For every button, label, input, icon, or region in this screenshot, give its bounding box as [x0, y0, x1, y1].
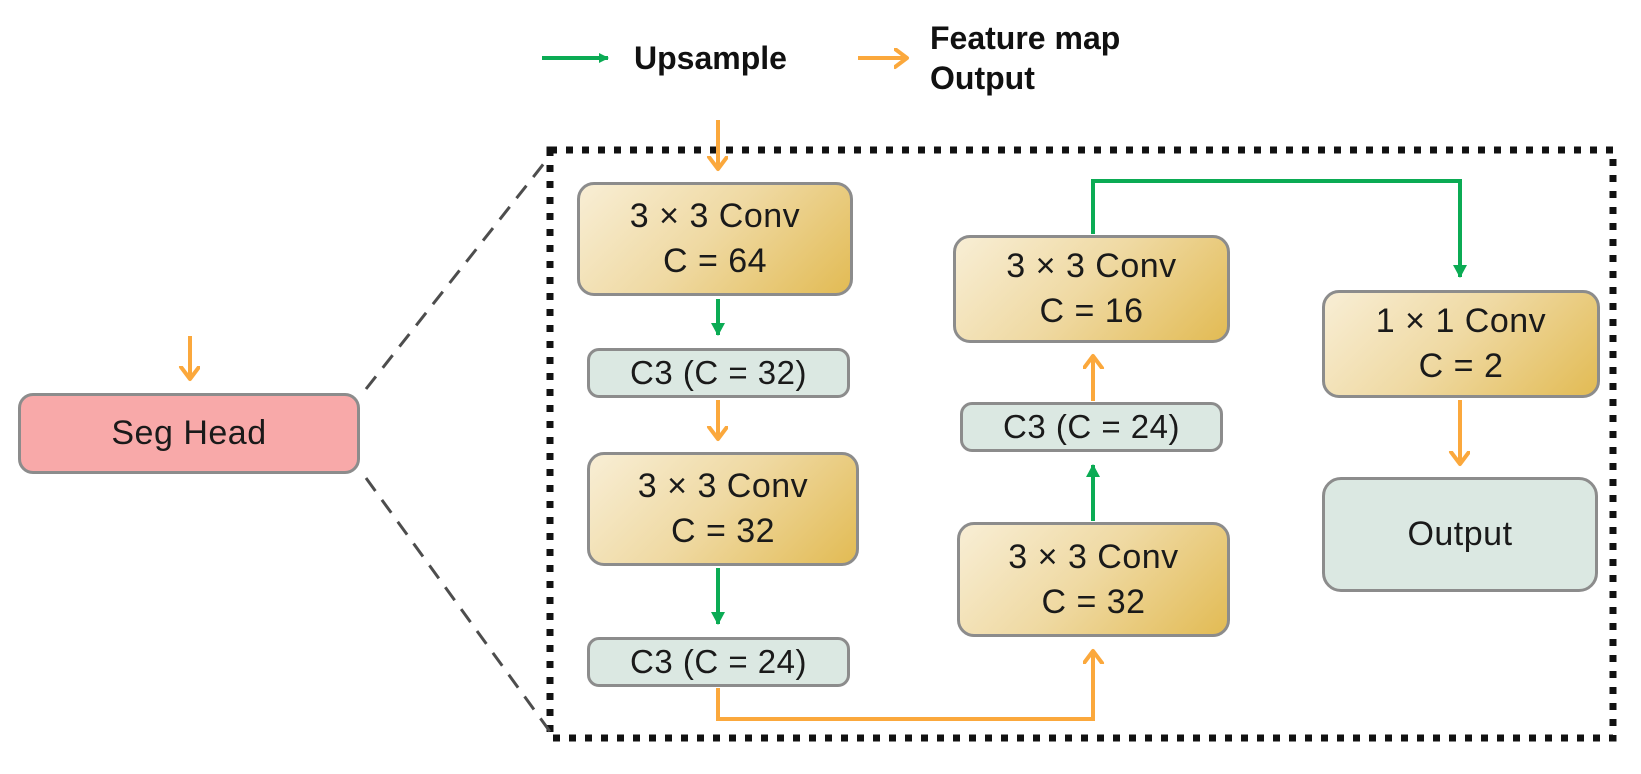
zoom-guide-line-top	[364, 156, 551, 390]
c3-c24-mid-box: C3 (C = 24)	[960, 402, 1223, 452]
conv-3x3-c16-box: 3 × 3 Conv C = 16	[953, 235, 1230, 343]
upsample-arrow-icon	[542, 53, 609, 63]
conv-1x1-c2-line1: 1 × 1 Conv	[1375, 302, 1547, 341]
conv-3x3-c64-box: 3 × 3 Conv C = 64	[577, 182, 853, 296]
c3-c24-left-label: C3 (C = 24)	[630, 643, 807, 681]
c3-c24-left-box: C3 (C = 24)	[587, 637, 850, 687]
conv-3x3-c32-left-box: 3 × 3 Conv C = 32	[587, 452, 859, 566]
seg-head-box: Seg Head	[18, 393, 360, 474]
feature-map-arrow-icon	[858, 19, 922, 97]
conv-3x3-c32-mid-line2: C = 32	[1041, 582, 1146, 621]
conv-3x3-c16-line1: 3 × 3 Conv	[1006, 247, 1177, 286]
conv-3x3-c32-left-line2: C = 32	[670, 512, 776, 550]
legend-feature-map: Feature map Output	[856, 18, 1120, 98]
zoom-guide-line-bottom	[364, 477, 553, 734]
legend-feature-map-label: Feature map Output	[930, 18, 1120, 98]
c3-c32-box: C3 (C = 32)	[587, 348, 850, 398]
c3-c32-label: C3 (C = 32)	[630, 354, 807, 392]
conv-3x3-c64-line2: C = 64	[662, 242, 768, 280]
output-box: Output	[1322, 477, 1598, 592]
seg-head-label: Seg Head	[111, 414, 267, 453]
c3-c24-mid-label: C3 (C = 24)	[1003, 408, 1180, 446]
conv-3x3-c32-left-line1: 3 × 3 Conv	[637, 467, 809, 506]
conv-3x3-c64-line1: 3 × 3 Conv	[629, 197, 801, 236]
conv-3x3-c16-line2: C = 16	[1039, 292, 1144, 330]
legend-feature-map-line1: Feature map	[930, 20, 1121, 56]
conv-1x1-c2-line2: C = 2	[1418, 347, 1504, 385]
legend-feature-map-line2: Output	[930, 60, 1035, 96]
conv-1x1-c2-box: 1 × 1 Conv C = 2	[1322, 290, 1600, 398]
conv-3x3-c32-mid-box: 3 × 3 Conv C = 32	[957, 522, 1230, 637]
output-label: Output	[1407, 515, 1513, 554]
legend-upsample: Upsample	[540, 38, 787, 78]
legend-upsample-label: Upsample	[634, 40, 787, 76]
conv-3x3-c32-mid-line1: 3 × 3 Conv	[1008, 537, 1179, 576]
